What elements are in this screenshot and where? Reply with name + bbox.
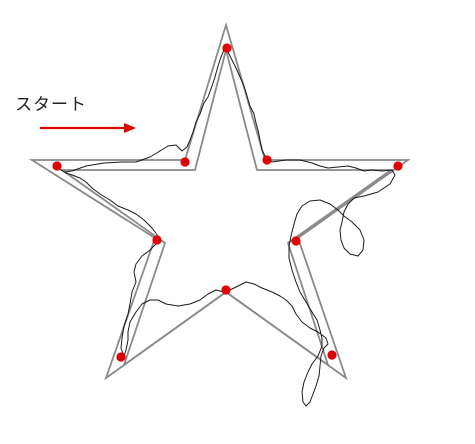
marker-dot (116, 352, 126, 362)
outer-star-outline (28, 21, 411, 381)
marker-dot (222, 43, 232, 53)
marker-dot (393, 161, 403, 171)
start-label: スタート (15, 95, 87, 115)
vertex-markers (52, 43, 403, 362)
marker-dot (327, 350, 337, 360)
hand-drawn-trace (57, 49, 396, 407)
marker-dot (152, 235, 162, 245)
marker-dot (52, 161, 62, 171)
marker-dot (221, 285, 231, 295)
marker-dot (291, 236, 301, 246)
marker-dot (180, 157, 190, 167)
marker-dot (262, 155, 272, 165)
right-arrow-icon (40, 123, 136, 133)
